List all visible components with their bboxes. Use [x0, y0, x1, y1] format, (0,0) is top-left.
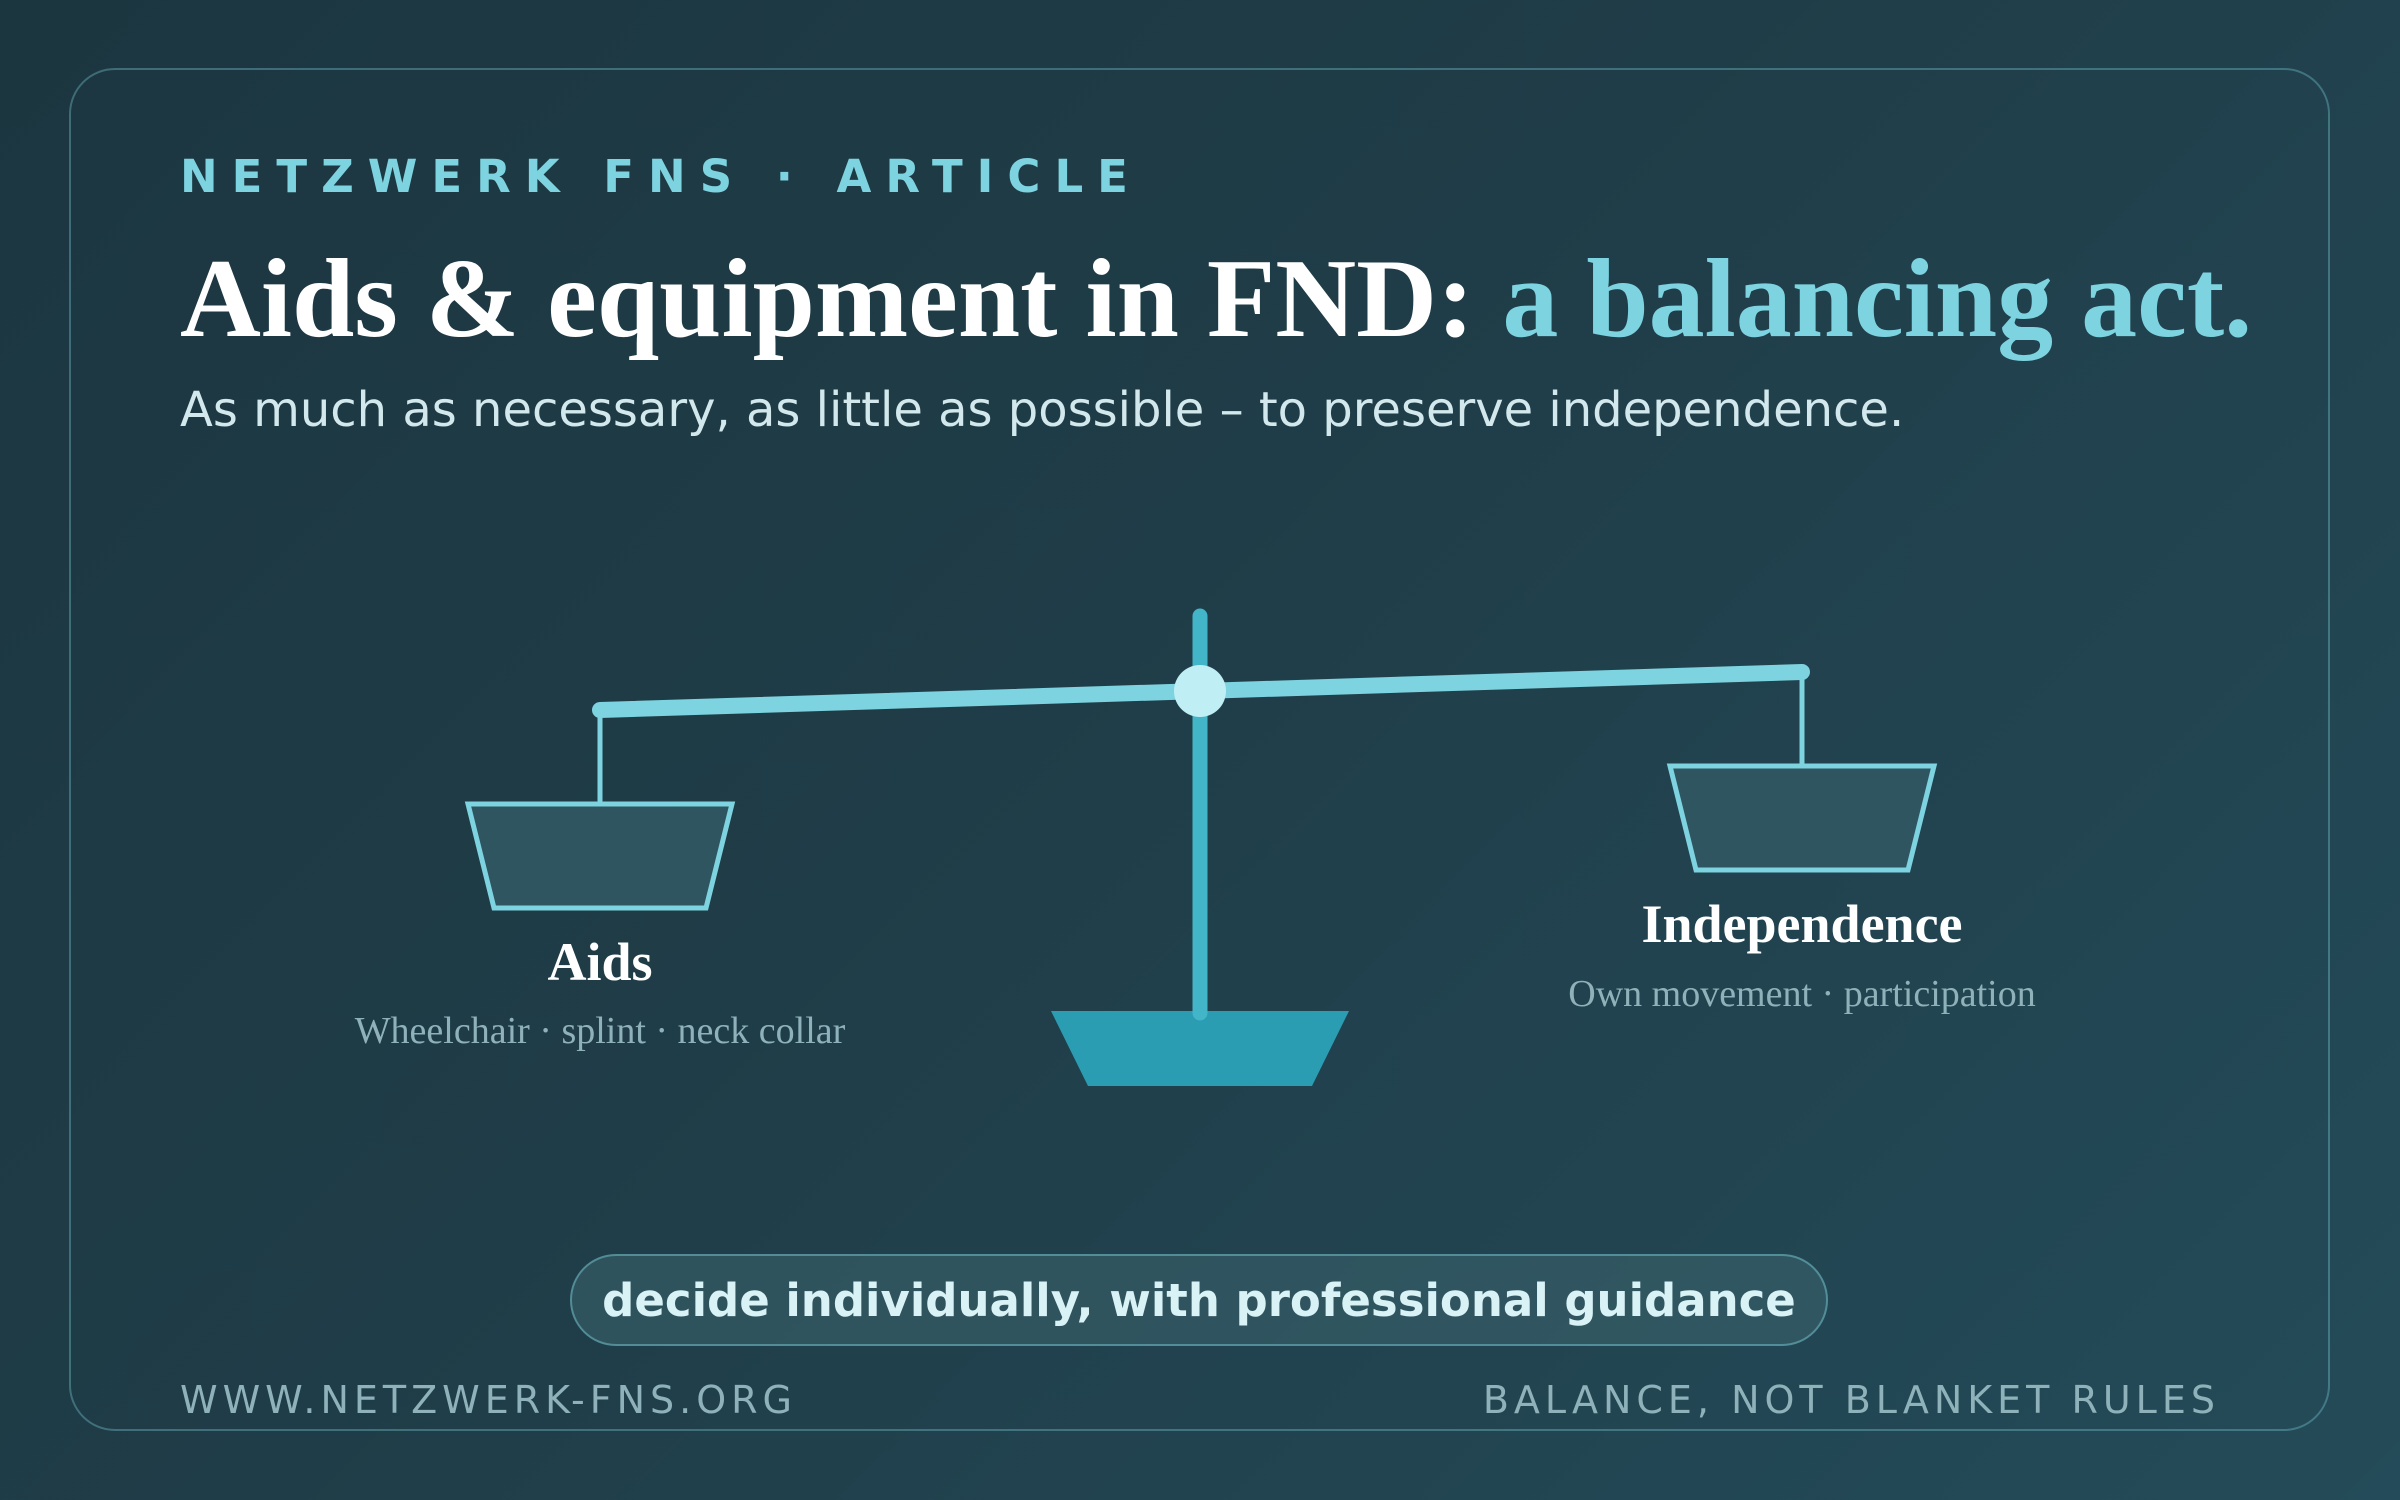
- footer-tagline: BALANCE, NOT BLANKET RULES: [1482, 1378, 2220, 1422]
- guidance-pill: decide individually, with professional g…: [570, 1254, 1828, 1346]
- headline-main: Aids & equipment in FND:: [180, 237, 1503, 361]
- headline-accent: a balancing act.: [1502, 237, 2253, 361]
- subtitle: As much as necessary, as little as possi…: [180, 382, 1905, 438]
- guidance-pill-label: decide individually, with professional g…: [602, 1273, 1796, 1327]
- footer-url: WWW.NETZWERK-FNS.ORG: [180, 1378, 797, 1422]
- right-pan-title: Independence: [1641, 894, 1962, 954]
- left-pan-title: Aids: [547, 932, 652, 992]
- scale-base: [1051, 1011, 1349, 1086]
- page-title: Aids & equipment in FND: a balancing act…: [180, 232, 2252, 366]
- right-pan-caption: Own movement · participation: [1568, 973, 2036, 1015]
- eyebrow-label: NETZWERK FNS · ARTICLE: [180, 150, 1142, 203]
- left-pan: [464, 801, 736, 911]
- right-pan: [1666, 763, 1938, 873]
- article-card: [69, 68, 2330, 1431]
- scale-pivot: [1174, 665, 1226, 717]
- left-pan-caption: Wheelchair · splint · neck collar: [355, 1010, 846, 1052]
